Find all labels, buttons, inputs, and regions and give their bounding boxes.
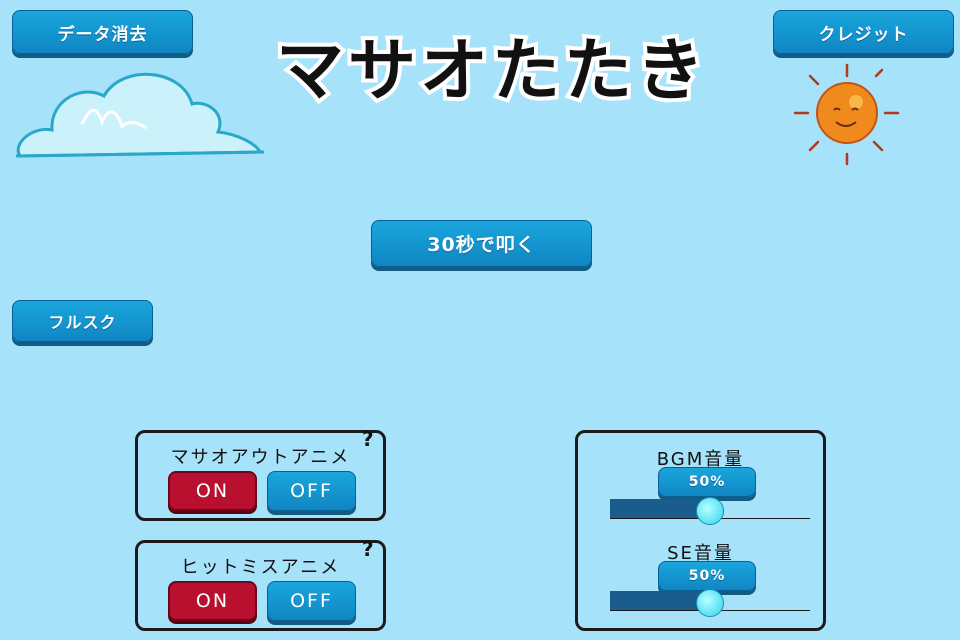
bgm-volume-slider[interactable] bbox=[610, 497, 810, 525]
se-volume-label: SE音量 bbox=[667, 543, 734, 564]
delete-data-button[interactable]: データ消去 bbox=[12, 10, 193, 54]
masao-out-anim-off-button[interactable]: OFF bbox=[267, 471, 356, 511]
credits-button[interactable]: クレジット bbox=[773, 10, 954, 54]
se-volume-slider[interactable] bbox=[610, 589, 810, 617]
masao-out-anim-label: マサオアウトアニメ bbox=[170, 447, 351, 468]
bgm-volume-knob[interactable] bbox=[696, 497, 724, 525]
help-icon[interactable]: ? bbox=[362, 537, 374, 561]
game-title: マサオたたき bbox=[262, 30, 722, 110]
masao-out-anim-on-button[interactable]: ON bbox=[168, 471, 257, 511]
hit-miss-anim-label: ヒットミスアニメ bbox=[180, 557, 341, 578]
se-volume-knob[interactable] bbox=[696, 589, 724, 617]
bgm-volume-label: BGM音量 bbox=[656, 449, 745, 470]
masao-out-anim-panel: マサオアウトアニメ ? ON OFF bbox=[135, 427, 386, 521]
help-icon[interactable]: ? bbox=[362, 427, 374, 451]
bgm-volume-fill bbox=[610, 499, 710, 519]
cloud-icon bbox=[15, 72, 265, 158]
game-title-text: マサオたたき bbox=[276, 32, 708, 110]
sun-icon bbox=[793, 63, 900, 166]
start-30sec-button[interactable]: 30秒で叩く bbox=[371, 220, 592, 267]
volume-panel: BGM音量 50% SE音量 50% bbox=[575, 430, 826, 631]
hit-miss-anim-on-button[interactable]: ON bbox=[168, 581, 257, 621]
hit-miss-anim-off-button[interactable]: OFF bbox=[267, 581, 356, 621]
bgm-volume-value: 50% bbox=[658, 467, 756, 497]
hit-miss-anim-panel: ヒットミスアニメ ? ON OFF bbox=[135, 537, 386, 631]
fullscreen-button[interactable]: フルスク bbox=[12, 300, 153, 342]
se-volume-fill bbox=[610, 591, 710, 611]
se-volume-value: 50% bbox=[658, 561, 756, 591]
